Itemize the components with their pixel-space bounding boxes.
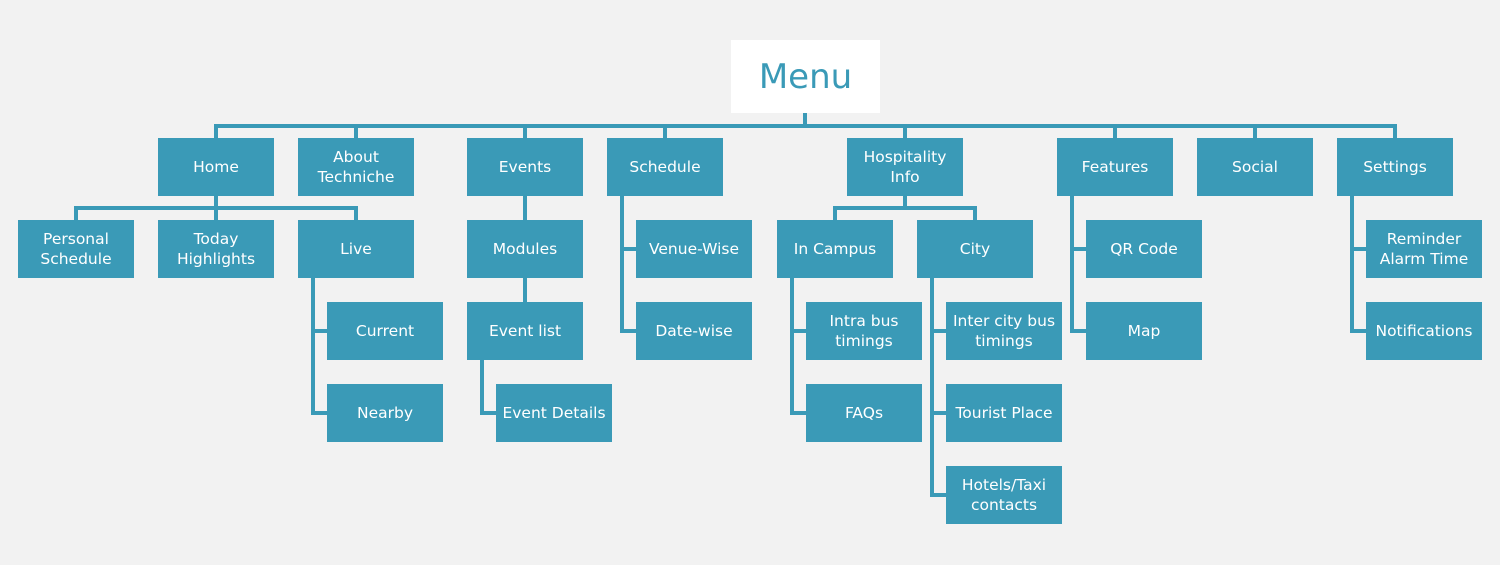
node-personal-schedule: Personal Schedule [18,220,134,278]
node-nearby: Nearby [327,384,443,442]
node-map: Map [1086,302,1202,360]
node-today-highlights: Today Highlights [158,220,274,278]
node-live: Live [298,220,414,278]
node-notifications: Notifications [1366,302,1482,360]
node-intra-bus-timings: Intra bus timings [806,302,922,360]
node-hospitality-info: Hospitality Info [847,138,963,196]
node-modules: Modules [467,220,583,278]
node-date-wise: Date-wise [636,302,752,360]
menu-root: Menu [731,40,880,113]
node-reminder-alarm-time: Reminder Alarm Time [1366,220,1482,278]
node-current: Current [327,302,443,360]
node-features: Features [1057,138,1173,196]
node-event-details: Event Details [496,384,612,442]
node-qr-code: QR Code [1086,220,1202,278]
node-events: Events [467,138,583,196]
node-event-list: Event list [467,302,583,360]
node-venue-wise: Venue-Wise [636,220,752,278]
node-social: Social [1197,138,1313,196]
node-about-techniche: About Techniche [298,138,414,196]
node-in-campus: In Campus [777,220,893,278]
node-city: City [917,220,1033,278]
node-home: Home [158,138,274,196]
node-schedule: Schedule [607,138,723,196]
node-inter-city-bus-timings: Inter city bus timings [946,302,1062,360]
node-hotels-taxi-contacts: Hotels/Taxi contacts [946,466,1062,524]
node-faqs: FAQs [806,384,922,442]
node-tourist-place: Tourist Place [946,384,1062,442]
node-settings: Settings [1337,138,1453,196]
